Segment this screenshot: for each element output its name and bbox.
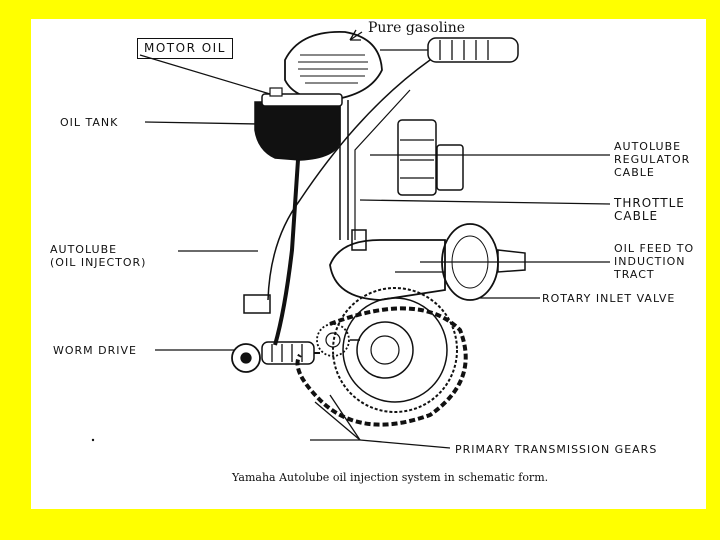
carburettor (397, 119, 437, 196)
diagram-panel (31, 19, 706, 509)
label-throttle-cable: THROTTLE CABLE (614, 196, 685, 223)
gasoline-arrow (349, 29, 363, 41)
label-pure-gasoline: Pure gasoline (368, 20, 466, 36)
leader-gears (310, 439, 451, 449)
label-worm-drive: WORM DRIVE (53, 344, 137, 357)
label-autolube-injector: AUTOLUBE (OIL INJECTOR) (50, 243, 147, 269)
small-gear (316, 323, 350, 357)
worm-shaft (261, 341, 315, 365)
leader-throttle (359, 199, 611, 205)
crank-housing (329, 239, 446, 301)
leader-oil-tank (144, 121, 259, 125)
worm-wheel (231, 343, 261, 373)
label-primary-gears: PRIMARY TRANSMISSION GEARS (455, 443, 658, 456)
oil-line (273, 159, 300, 346)
label-oil-feed: OIL FEED TO INDUCTION TRACT (614, 242, 695, 281)
large-gear (332, 287, 458, 413)
primary-chain (295, 306, 468, 427)
throttle-grip (427, 37, 519, 63)
label-regulator-cable: AUTOLUBE REGULATOR CABLE (614, 140, 691, 179)
figure-caption: Yamaha Autolube oil injection system in … (232, 471, 549, 484)
crankshaft (497, 249, 526, 273)
leader-motor-oil (139, 54, 281, 98)
label-rotary-inlet-valve: ROTARY INLET VALVE (542, 292, 676, 305)
label-motor-oil: MOTOR OIL (137, 38, 233, 59)
oil-tank (254, 101, 341, 161)
fuel-tank (284, 31, 383, 101)
pump-bracket (243, 294, 271, 314)
label-oil-tank: OIL TANK (60, 116, 119, 129)
